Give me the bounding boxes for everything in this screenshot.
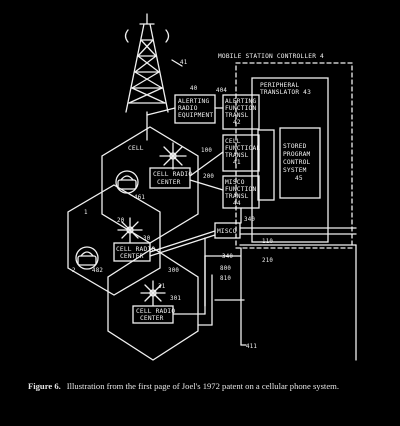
stored-program-label-4: SYSTEM [283,167,307,174]
cell-hexagon-left [67,184,161,296]
cell-center-top-link [189,151,224,177]
mobile-car-left-icon [75,246,99,270]
alerting-function-label-4: 42 [233,119,241,126]
stored-program-label-1: STORED [283,143,307,150]
num-301: 301 [170,296,181,302]
alerting-radio-label-1: ALERTING [178,98,209,105]
caption-text: Illustration from the first page of Joel… [66,381,339,391]
num-110: 110 [262,239,273,245]
num-404: 404 [216,88,227,94]
cell-center-top-link-2 [189,179,224,191]
cell-radio-center-bottom-label-2: CENTER [140,315,164,322]
alerting-radio-label-2: RADIO [178,105,198,112]
misc-function-label-4: 44 [233,200,241,207]
cell-center-left-link [149,230,216,253]
stored-program-label-3: CONTROL [283,159,311,166]
peripheral-label-2: TRANSLATOR 43 [260,89,311,96]
cell-hexagon-bottom [107,247,199,361]
antenna-to-alerting-line [146,107,176,116]
caption-label: Figure 6. [28,381,61,391]
cell-antenna-left-icon [117,217,143,243]
cell-function-label-2: FUNCTICAL [225,145,260,152]
cell-radio-center-top-label-2: CENTER [157,179,181,186]
num-31: 31 [158,284,166,290]
num-100: 100 [201,148,212,154]
num-200: 200 [203,174,214,180]
antenna-tower-icon [124,13,170,141]
peripheral-translator-box [251,77,329,243]
num-800: 800 [220,266,231,272]
num-41: 41 [180,60,188,66]
alerting-radio-equipment-box [174,94,216,124]
cell-radio-center-left-label-2: CENTER [120,253,144,260]
num-2: 2 [72,268,76,274]
cell-antenna-top-icon [159,142,187,170]
cell-function-label-4: 41 [233,159,241,166]
misco-label: MISCO [217,228,237,235]
alerting-function-label-3: TRANSL [225,112,249,119]
program-bus-block [257,129,275,201]
num-340b: 340 [222,254,233,260]
stored-program-box [279,127,321,199]
cell-function-label-1: CELL [225,138,241,145]
num-300: 300 [168,268,179,274]
cell-center-left-link-2 [149,234,216,257]
num-210: 210 [262,258,273,264]
num-40: 40 [190,86,198,92]
num-482: 482 [92,268,103,274]
stored-program-label-2: PROGRAM [283,151,311,158]
stored-program-label-5: 45 [295,175,303,182]
num-340: 340 [244,217,255,223]
misc-function-label-3: TRANSL [225,193,249,200]
cell-function-box [222,134,260,172]
num-30: 30 [143,236,151,242]
cell-label: CELL [128,145,144,152]
misc-function-label-1: MISCO [225,179,245,186]
num-411: 411 [246,344,257,350]
alerting-function-box [222,94,260,130]
misc-function-label-2: FUNCTION [225,186,256,193]
cell-radio-center-left-label-1: CELL RADIO [116,246,155,253]
cell-radio-center-top-box [149,167,191,189]
figure-caption: Figure 6. Illustration from the first pag… [28,381,384,392]
num-461: 461 [134,195,145,201]
mobile-car-top-icon [115,170,139,194]
controller-title: MOBILE STATION CONTROLLER 4 [218,53,324,60]
num-20: 20 [117,218,125,224]
controller-boundary [235,62,353,249]
num-1: 1 [84,210,88,216]
alerting-function-label-1: ALERTING [225,98,256,105]
cell-radio-center-top-label-1: CELL RADIO [153,171,192,178]
antenna-leader [171,59,183,67]
peripheral-label-1: PERIPHERAL [260,82,299,89]
num-810: 810 [220,276,231,282]
cell-radio-center-bottom-label-1: CELL RADIO [136,308,175,315]
alerting-function-label-2: FUNCTION [225,105,256,112]
cell-antenna-bottom-icon [140,280,166,306]
alerting-radio-label-3: EQUIPMENT [178,112,213,119]
cell-function-label-3: TRANSL [225,152,249,159]
